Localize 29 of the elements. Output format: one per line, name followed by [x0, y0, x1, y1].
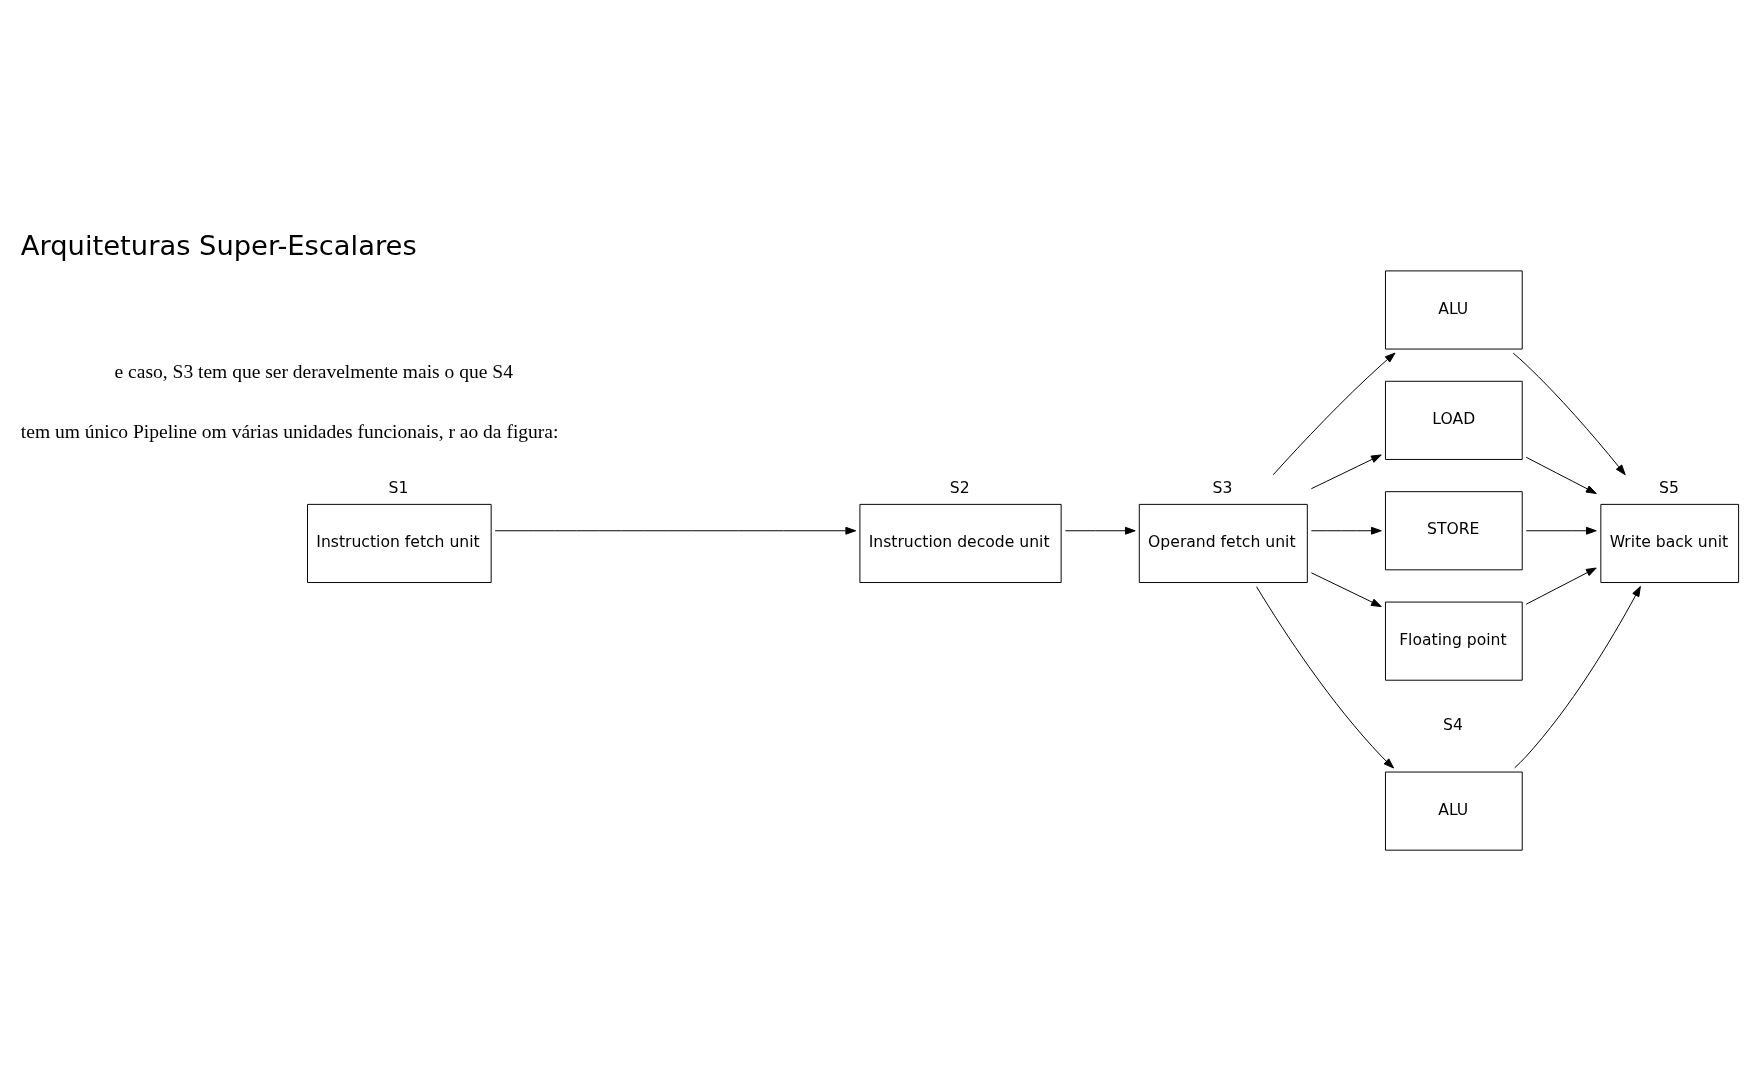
node-box: Instruction fetch unit [307, 503, 492, 583]
label: e caso, S3 tem que ser deravelmente mais o que S4 [114, 361, 513, 383]
node-box: ALU [1384, 771, 1523, 851]
node-box: Operand fetch unit [1138, 503, 1308, 583]
arrow [494, 526, 857, 535]
node-label: S5 [1658, 479, 1679, 498]
arrow [1310, 526, 1382, 535]
arrow [1310, 454, 1382, 490]
node-box: STORE [1384, 491, 1523, 571]
node-box: ALU [1384, 270, 1523, 350]
label: tem um único Pipeline om várias unidades funcionais, r ao da figura: [20, 420, 559, 442]
arrow [1525, 526, 1597, 535]
arrow [1064, 526, 1136, 535]
arrow [1514, 586, 1641, 769]
node-box: Write back unit [1600, 503, 1740, 583]
node-box: Floating point [1384, 601, 1523, 681]
arrow [1256, 586, 1395, 769]
arrow [1512, 352, 1626, 476]
node-label: S1 [388, 479, 409, 498]
arrow [1525, 567, 1597, 605]
arrow [1310, 572, 1382, 608]
arrow [1272, 352, 1396, 476]
label: S4 [1443, 715, 1463, 734]
node-label: S3 [1212, 479, 1233, 498]
node-box: LOAD [1384, 380, 1523, 460]
node-box: Instruction decode unit [859, 503, 1062, 583]
diagram-title: Arquiteturas Super-Escalares [20, 229, 417, 261]
arrow [1525, 456, 1597, 494]
node-label: S2 [949, 479, 970, 498]
